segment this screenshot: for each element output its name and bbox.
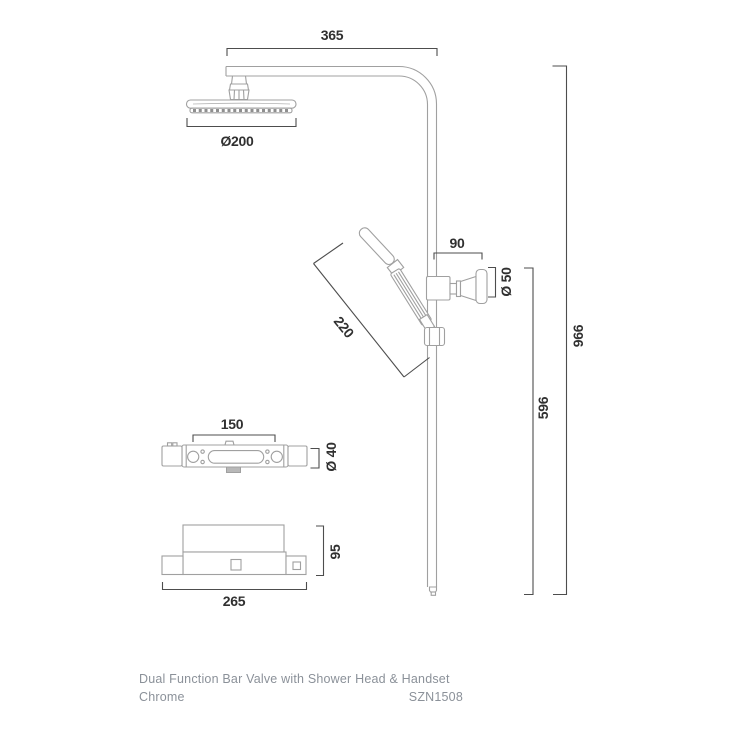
grip-rib	[395, 272, 427, 322]
rail-bottom-cap	[428, 586, 438, 593]
rail-bottom-nub	[430, 591, 437, 596]
head-disc-top-line	[192, 102, 291, 105]
dim-label-arm-projection: 365	[320, 27, 344, 43]
dim-label-valve-fixing-centres: 150	[220, 416, 244, 432]
bracket-knob	[475, 268, 488, 305]
valve-top-notch	[224, 440, 235, 446]
dim-label-head-diameter: Ø200	[220, 133, 254, 149]
bracket-block	[425, 275, 451, 301]
nut-ridge	[233, 89, 236, 100]
plan-center-square	[230, 558, 242, 571]
wall-bracket	[425, 268, 488, 305]
dim-label-valve-depth: 95	[326, 544, 343, 560]
dim-label-overall-height: 966	[570, 324, 586, 348]
handset-head	[358, 227, 395, 266]
plan-left-block	[161, 555, 184, 576]
dim-label-valve-overall-width: 265	[222, 593, 246, 609]
riser-rail-and-arm	[225, 65, 438, 596]
dim-line-265	[161, 582, 308, 591]
arm-outer-edge	[226, 65, 438, 587]
caption-finish: Chrome	[139, 689, 185, 704]
plan-right-square	[292, 561, 302, 571]
valve-top-nub	[172, 442, 178, 447]
valve-plan-view	[161, 524, 307, 576]
grip-rib	[393, 274, 425, 323]
valve-right-handle	[287, 445, 308, 467]
handset-holder	[423, 326, 446, 347]
valve-dot	[265, 459, 270, 465]
dimension-lines	[161, 47, 568, 596]
valve-bottom-outlet	[226, 466, 241, 473]
dim-line-40	[310, 447, 320, 469]
dim-label-valve-diameter: Ø 40	[323, 442, 339, 472]
dim-line-90	[433, 252, 483, 260]
grip-rib	[397, 271, 429, 320]
dim-line-220-tick-top	[313, 242, 344, 264]
valve-right-port	[270, 450, 283, 463]
shower-head	[185, 75, 297, 114]
plan-right-block	[285, 555, 307, 576]
plan-lower-body	[182, 551, 287, 576]
nut-ridge	[242, 89, 245, 100]
bracket-cone	[459, 275, 477, 302]
plan-upper-body	[182, 524, 285, 553]
dim-line-150	[192, 434, 276, 442]
valve-dot	[265, 449, 270, 454]
dim-line-50	[488, 266, 497, 298]
head-swivel-mid	[228, 83, 250, 91]
valve-center-slot	[207, 450, 265, 464]
dim-label-knob-diameter: Ø 50	[498, 267, 514, 297]
dim-line-200	[186, 118, 297, 128]
dim-line-966	[552, 65, 568, 596]
valve-dot	[200, 459, 205, 465]
caption-product-code: SZN1508	[408, 689, 463, 704]
caption-title: Dual Function Bar Valve with Shower Head…	[139, 672, 450, 686]
dim-label-bracket-projection: 90	[449, 235, 465, 251]
arm-inner-edge	[226, 75, 429, 587]
handset	[358, 227, 446, 347]
dim-label-rail-length: 596	[535, 396, 551, 420]
dim-line-95	[316, 525, 325, 577]
bracket-ring	[455, 280, 462, 298]
dim-line-220-main	[313, 263, 405, 378]
valve-left-port	[187, 450, 200, 463]
caption: Dual Function Bar Valve with Shower Head…	[139, 671, 463, 706]
dim-line-365	[226, 47, 438, 56]
valve-left-handle	[161, 445, 183, 467]
valve-front-view	[161, 440, 308, 473]
dim-line-220-tick-bottom	[403, 357, 430, 378]
bracket-neck	[449, 282, 458, 295]
dim-line-596	[524, 267, 534, 596]
head-swivel-upper	[230, 75, 248, 85]
valve-dot	[200, 449, 205, 454]
valve-top-nub	[166, 442, 173, 447]
